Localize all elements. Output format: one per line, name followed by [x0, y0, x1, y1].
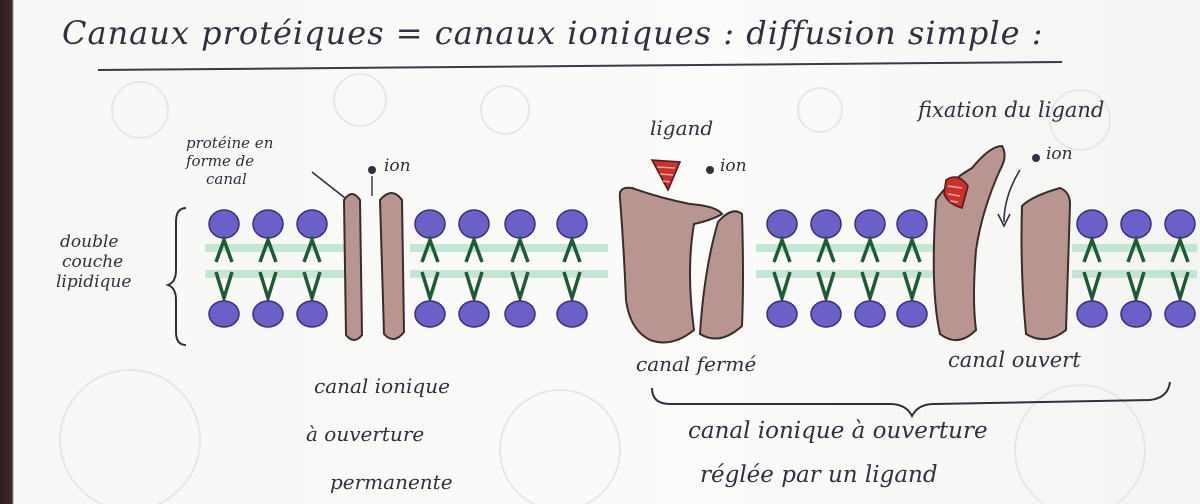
permanent-channel-caption-line-1: canal ionique: [314, 374, 450, 398]
lipid-head-top: [855, 210, 885, 238]
lipid-head-bottom: [253, 301, 283, 327]
bilayer-label-line-1: double: [60, 232, 118, 252]
lipid-head-top: [767, 210, 797, 238]
lipid-head-top: [1165, 210, 1195, 238]
ligand-gated-caption-line-2: réglée par un ligand: [700, 462, 938, 488]
closed-channel-label: canal fermé: [636, 352, 756, 376]
lipid-head-top: [897, 210, 927, 238]
ligand-gated-caption-line-1: canal ionique à ouverture: [688, 418, 988, 444]
lipid-head-top: [1121, 210, 1151, 238]
ligand-fixation-label: fixation du ligand: [918, 98, 1104, 122]
lipid-head-bottom: [811, 301, 841, 327]
lipid-head-bottom: [855, 301, 885, 327]
lipid-head-top: [415, 210, 445, 238]
lipid-head-bottom: [1077, 301, 1107, 327]
ion-flow-arrow: [1004, 170, 1020, 222]
lipid-head-top: [1077, 210, 1107, 238]
lipid-head-top: [811, 210, 841, 238]
lipid-head-bottom: [1121, 301, 1151, 327]
closed-channel-right: [700, 211, 743, 338]
lipid-head-bottom: [297, 301, 327, 327]
ion-dot: [1032, 154, 1040, 162]
channel-protein-right-wall: [380, 193, 404, 339]
lipid-head-top: [253, 210, 283, 238]
lipid-head-bottom: [767, 301, 797, 327]
bilayer-label-line-2: couche: [62, 252, 123, 272]
ligand-label: ligand: [650, 116, 713, 140]
bilayer-brace: [168, 208, 186, 345]
lipid-head-bottom: [415, 301, 445, 327]
ion-label: ion: [1046, 144, 1073, 164]
lipid-head-bottom: [557, 301, 587, 327]
permanent-channel-caption-line-2: à ouverture: [306, 422, 424, 446]
ion-label: ion: [384, 156, 411, 176]
protein-channel-label-line-2: forme de: [186, 152, 254, 170]
protein-channel-label-line-3: canal: [206, 170, 247, 188]
permanent-channel-caption-line-3: permanente: [330, 470, 453, 494]
channel-protein-left-wall: [344, 194, 362, 340]
page-title: Canaux protéiques = canaux ioniques : di…: [62, 14, 1044, 52]
open-channel-right: [1022, 188, 1071, 339]
bilayer-label-line-3: lipidique: [56, 272, 131, 292]
ion-dot: [706, 166, 714, 174]
protein-channel-label-line-1: protéine en: [186, 134, 273, 152]
lipid-head-top: [459, 210, 489, 238]
lipid-head-bottom: [897, 301, 927, 327]
lipid-head-bottom: [1165, 301, 1195, 327]
lipid-head-top: [557, 210, 587, 238]
open-channel-left: [934, 146, 1005, 340]
lipid-head-top: [297, 210, 327, 238]
open-channel-label: canal ouvert: [948, 348, 1081, 372]
lipid-head-top: [209, 210, 239, 238]
lipid-head-bottom: [459, 301, 489, 327]
protein-label-pointer: [312, 172, 345, 198]
ion-label: ion: [720, 156, 747, 176]
lipid-head-top: [505, 210, 535, 238]
lipid-head-bottom: [505, 301, 535, 327]
title-underline: [98, 62, 1062, 70]
ion-dot: [368, 166, 376, 174]
lipid-head-bottom: [209, 301, 239, 327]
